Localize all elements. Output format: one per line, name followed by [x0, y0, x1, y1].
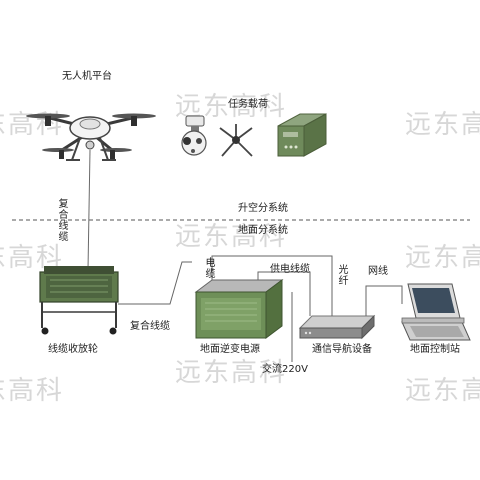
uav-drone-icon — [26, 113, 156, 161]
gimbal-camera-icon — [181, 115, 207, 156]
relay-antenna-hub-icon — [232, 136, 240, 144]
composite-cable-label: 复合线缆 — [130, 321, 170, 332]
watermark: 远东高科 — [0, 376, 65, 406]
tether-cable — [87, 149, 91, 271]
watermark: 远东高科 — [405, 376, 480, 406]
comm-nav-label: 通信导航设备 — [312, 344, 372, 355]
watermark: 远东高科 — [175, 222, 288, 252]
watermark: 远东高科 — [175, 358, 288, 388]
cable-reel-label: 线缆收放轮 — [48, 344, 98, 355]
payload-case-icon — [277, 113, 327, 157]
inverter-power-label: 地面逆变电源 — [200, 344, 260, 355]
comm-nav-equipment-icon — [298, 314, 376, 340]
network-cable-label: 网线 — [368, 266, 388, 277]
payload-label: 任务载荷 — [228, 99, 268, 110]
power-supply-cable-label: 供电线缆 — [270, 264, 310, 275]
ac-input-label: 交流220V — [262, 364, 308, 375]
power-supply-cable-line — [257, 271, 311, 316]
optical-fiber-line — [296, 255, 333, 316]
power-cable-label: 电缆 — [203, 257, 214, 279]
air-subsystem-label: 升空分系统 — [238, 203, 288, 214]
watermark: 远东高科 — [405, 110, 480, 140]
ground-control-station-icon — [401, 283, 471, 341]
composite-cable-vertical-label: 复合线缆 — [56, 198, 67, 242]
optical-fiber-label: 光纤 — [336, 264, 347, 286]
inverter-power-supply-icon — [194, 279, 284, 339]
network-cable-line — [365, 285, 403, 316]
ground-subsystem-label: 地面分系统 — [238, 225, 288, 236]
power-cable-line — [211, 255, 296, 280]
uav-platform-label: 无人机平台 — [62, 71, 112, 82]
ground-station-label: 地面控制站 — [410, 344, 460, 355]
composite-cable-line — [118, 261, 192, 305]
cable-reel-cart-icon — [39, 266, 119, 335]
watermark: 远东高科 — [405, 243, 480, 273]
